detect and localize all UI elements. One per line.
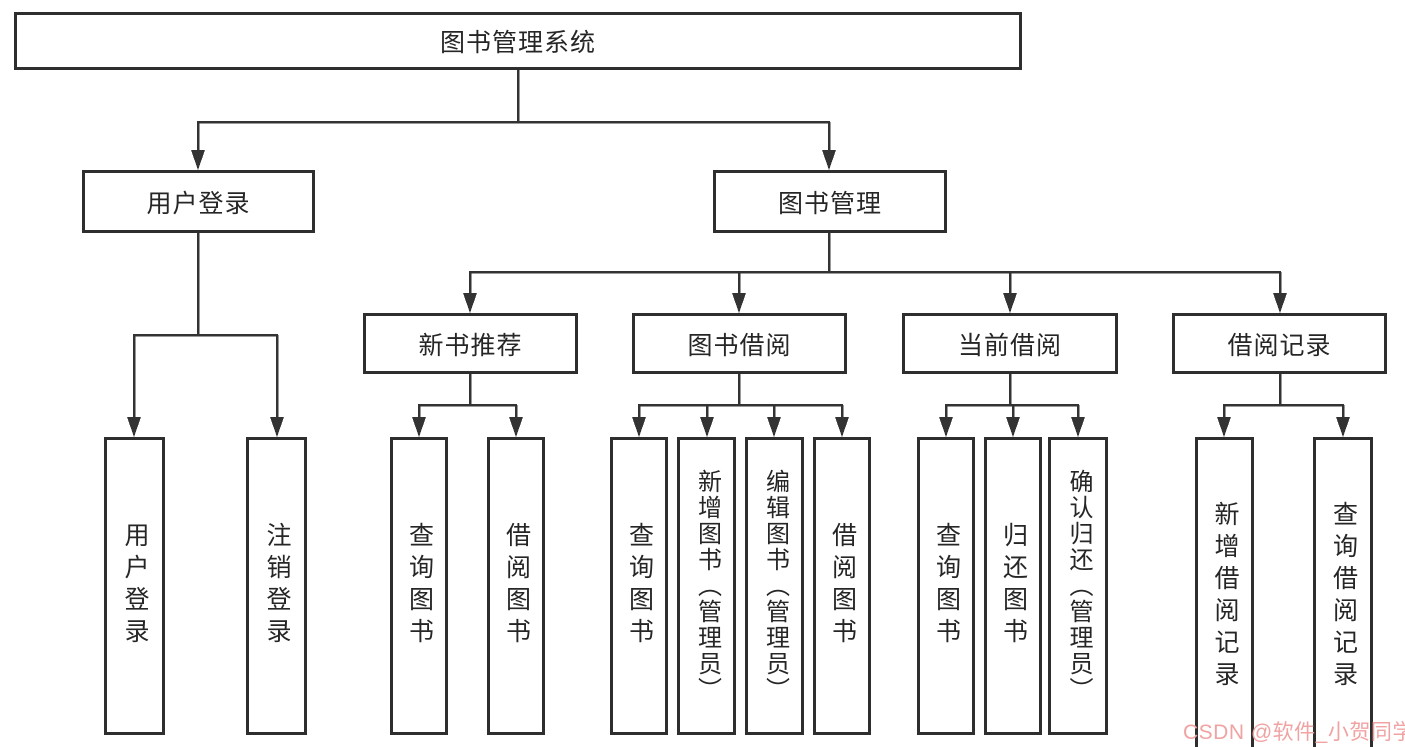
node-label: 编辑图书（管理员） — [761, 469, 789, 703]
node-label: 借阅图书 — [502, 522, 531, 650]
leaf-query-books: 查询图书 — [917, 437, 975, 735]
node-label: 查询图书 — [932, 522, 961, 650]
node-label: 查询图书 — [405, 522, 434, 650]
node-book-management: 图书管理 — [713, 170, 947, 233]
leaf-query-borrow-record: 查询借阅记录 — [1313, 437, 1373, 747]
leaf-add-borrow-record: 新增借阅记录 — [1195, 437, 1254, 747]
node-label: 用户登录 — [121, 522, 149, 650]
node-user-login: 用户登录 — [82, 170, 315, 233]
node-new-book-recommend: 新书推荐 — [363, 313, 578, 374]
node-label: 用户登录 — [146, 189, 251, 218]
node-label: 图书管理 — [777, 189, 882, 218]
node-label: 查询借阅记录 — [1329, 501, 1358, 693]
node-label: 确认归还（管理员） — [1065, 469, 1092, 703]
node-borrow-records: 借阅记录 — [1172, 313, 1387, 374]
node-label: 借阅图书 — [828, 522, 857, 650]
node-current-borrow: 当前借阅 — [902, 313, 1118, 374]
leaf-add-books-admin: 新增图书（管理员） — [677, 437, 736, 735]
node-label: 查询图书 — [625, 522, 654, 650]
leaf-borrow-books: 借阅图书 — [813, 437, 871, 735]
node-label: 借阅记录 — [1227, 331, 1332, 360]
node-label: 新增借阅记录 — [1211, 501, 1239, 693]
node-label: 当前借阅 — [957, 331, 1062, 360]
leaf-confirm-return-admin: 确认归还（管理员） — [1048, 437, 1108, 735]
leaf-query-books: 查询图书 — [390, 437, 448, 735]
leaf-return-books: 归还图书 — [984, 437, 1042, 735]
leaf-borrow-books: 借阅图书 — [487, 437, 545, 735]
leaf-edit-books-admin: 编辑图书（管理员） — [745, 437, 804, 735]
node-library-management-system: 图书管理系统 — [14, 12, 1022, 70]
node-label: 图书借阅 — [687, 331, 792, 360]
node-label: 新书推荐 — [418, 331, 523, 360]
csdn-watermark: CSDN @软件_小贺同学 — [1183, 721, 1405, 744]
node-label: 新增图书（管理员） — [693, 469, 721, 703]
node-book-borrow: 图书借阅 — [632, 313, 847, 374]
node-label: 注销登录 — [263, 522, 291, 650]
node-label: 归还图书 — [999, 522, 1028, 650]
leaf-logout: 注销登录 — [246, 437, 307, 735]
leaf-query-books: 查询图书 — [610, 437, 668, 735]
leaf-user-login: 用户登录 — [104, 437, 165, 735]
node-label: 图书管理系统 — [439, 29, 596, 57]
